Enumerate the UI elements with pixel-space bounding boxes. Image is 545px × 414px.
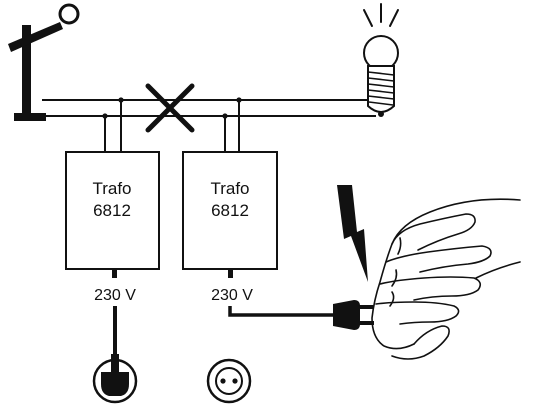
railway-signal-icon [8,3,80,121]
transformer-1-voltage: 230 V [94,287,136,304]
track-rails [42,99,376,117]
transformer-2-model: 6812 [211,201,249,220]
transformer-2-name: Trafo [210,179,249,198]
plugged-socket-icon [92,354,138,404]
transformer-1: Trafo 6812 [65,151,160,270]
light-bulb-icon [363,3,399,117]
transformer-2-voltage: 230 V [211,287,253,304]
transformer-1-model: 6812 [93,201,131,220]
hand-icon [371,198,521,360]
transformer-leads [104,100,240,152]
wall-socket-icon [206,358,252,404]
transformer-2: Trafo 6812 [182,151,278,270]
lightning-bolt-icon [337,185,368,282]
power-plug-icon [333,300,374,330]
cross-icon [145,83,195,133]
transformer-2-mains: 230 V [211,269,333,317]
transformer-1-mains: 230 V [94,269,136,356]
transformer-1-name: Trafo [92,179,131,198]
